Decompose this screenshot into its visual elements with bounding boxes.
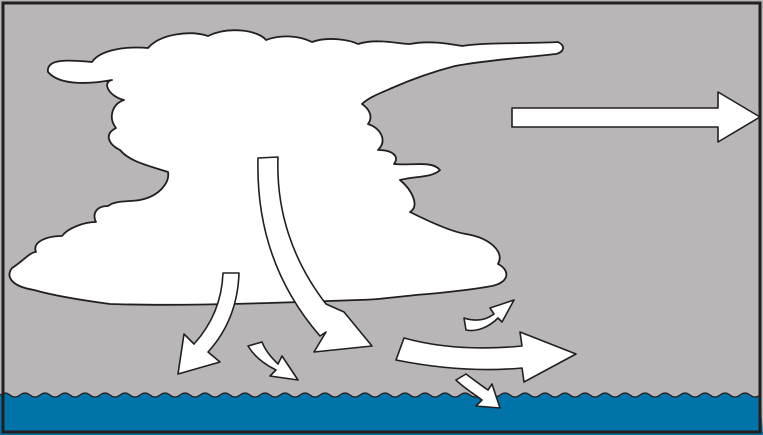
water-surface	[0, 393, 763, 435]
